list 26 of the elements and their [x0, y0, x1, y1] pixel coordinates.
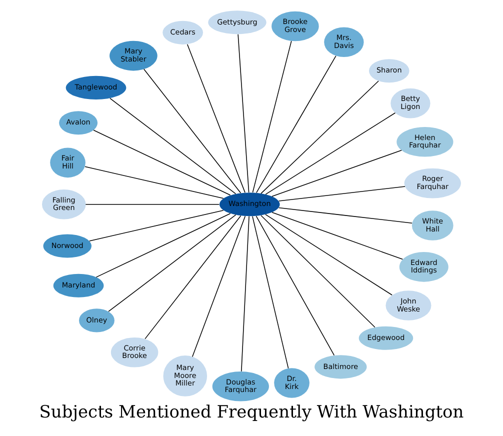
connector: [278, 207, 412, 224]
connector: [278, 186, 406, 202]
diagram-title: Subjects Mentioned Frequently With Washington: [39, 402, 464, 422]
connector: [241, 216, 250, 372]
connector: [93, 130, 231, 196]
connector: [144, 68, 242, 194]
connector: [192, 216, 246, 358]
connector: [96, 213, 231, 278]
connector: [252, 216, 289, 369]
connector: [272, 150, 402, 197]
connector: [256, 216, 335, 356]
connector: [260, 80, 379, 194]
connector: [85, 204, 220, 205]
connector: [265, 214, 392, 296]
connector: [272, 212, 404, 260]
connector: [186, 44, 246, 193]
connector: [144, 215, 242, 340]
connector: [252, 40, 292, 193]
connector: [89, 210, 224, 242]
connector: [108, 214, 236, 312]
connector: [110, 98, 236, 194]
connector: [256, 56, 336, 194]
connector: [84, 166, 224, 199]
connector: [260, 215, 376, 328]
connector: [265, 112, 396, 195]
connector: [238, 34, 250, 193]
